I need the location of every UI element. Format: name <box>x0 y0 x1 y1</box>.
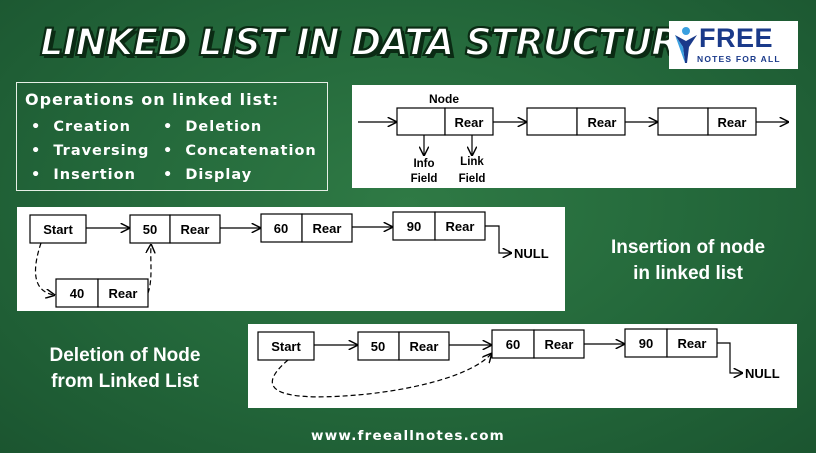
node-box <box>260 213 303 243</box>
node-value: 60 <box>506 337 520 352</box>
link-field-label: Link <box>460 156 484 168</box>
info-field-label: Info <box>413 158 434 170</box>
svg-text:Start: Start <box>43 222 73 237</box>
new-node-value: 40 <box>70 286 84 301</box>
logo-word: FREE <box>699 23 774 53</box>
rear-label: Rear <box>181 222 210 237</box>
operation-item: • Concatenation <box>163 143 317 159</box>
operation-item: • Deletion <box>163 119 263 135</box>
node-label: Node <box>429 92 459 106</box>
insertion-caption: Insertion of node in linked list <box>610 237 766 284</box>
footer-url[interactable]: www.freeallnotes.com <box>311 428 505 444</box>
info-field-box <box>396 107 446 136</box>
operation-item: • Display <box>163 167 253 183</box>
operations-box: Operations on linked list: • Creation • … <box>16 82 328 191</box>
operations-heading: Operations on linked list: <box>25 90 280 109</box>
brand-logo: FREE NOTES FOR ALL <box>669 21 798 69</box>
rear-label: Rear <box>588 115 617 130</box>
operation-item: • Traversing <box>31 143 150 159</box>
node-value: 90 <box>407 219 421 234</box>
deletion-diagram: Start 50 Rear 60 Rear 90 Rear NULL <box>257 328 780 398</box>
null-label: NULL <box>514 246 549 261</box>
null-label: NULL <box>745 366 780 381</box>
link-field-label: Field <box>459 173 486 185</box>
deletion-panel: Start 50 Rear 60 Rear 90 Rear NULL <box>248 324 797 408</box>
node-box <box>491 329 535 359</box>
info-field-label: Field <box>411 173 438 185</box>
node-value: 50 <box>371 339 385 354</box>
insertion-panel: Start 50 Rear 60 Rear 90 Rear NULL 40 Re… <box>17 207 565 311</box>
node-value: 60 <box>274 221 288 236</box>
person-icon <box>675 27 697 63</box>
node-value: 50 <box>143 222 157 237</box>
logo-subtitle: NOTES FOR ALL <box>697 54 781 64</box>
insertion-diagram: Start 50 Rear 60 Rear 90 Rear NULL 40 Re… <box>29 211 549 308</box>
node-box <box>392 211 436 241</box>
rear-label: Rear <box>455 115 484 130</box>
start-box <box>257 331 315 361</box>
operation-item: • Creation <box>31 119 131 135</box>
rear-label: Rear <box>545 337 574 352</box>
rear-label: Rear <box>718 115 747 130</box>
rear-label: Rear <box>446 219 475 234</box>
node-structure-panel: Node Rear Rear Rear Info Field Link Fiel… <box>352 85 796 188</box>
svg-text:Start: Start <box>271 339 301 354</box>
operation-item: • Insertion <box>31 167 136 183</box>
page-title: LINKED LIST IN DATA STRUCTURE <box>39 20 705 65</box>
node-box <box>357 331 400 361</box>
rear-label: Rear <box>313 221 342 236</box>
deletion-caption: Deletion of Node from Linked List <box>49 345 201 392</box>
rear-label: Rear <box>410 339 439 354</box>
node-structure-diagram: Node Rear Rear Rear Info Field Link Fiel… <box>358 92 796 185</box>
rear-label: Rear <box>678 336 707 351</box>
node-box <box>129 214 171 244</box>
start-box <box>29 214 87 244</box>
node-box <box>624 328 668 358</box>
node-value: 90 <box>639 336 653 351</box>
rear-label: Rear <box>109 286 138 301</box>
